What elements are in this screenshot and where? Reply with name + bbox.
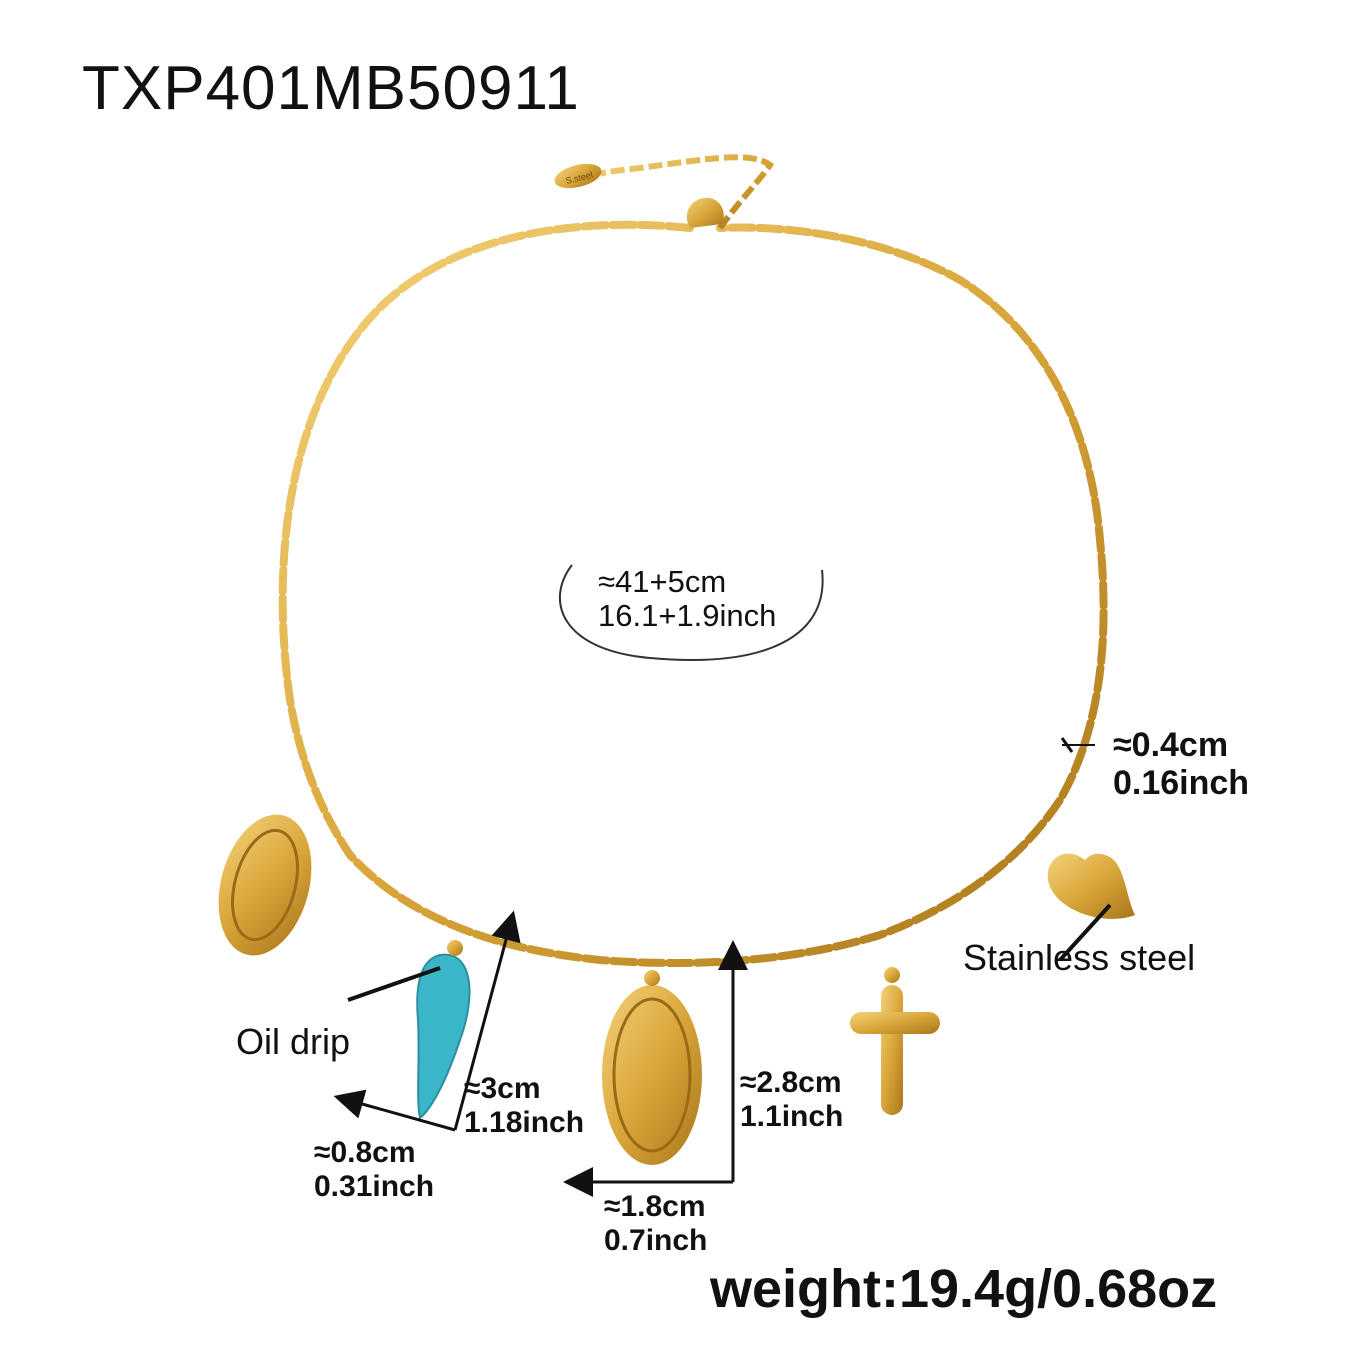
chain-width-inch: 0.16inch	[1113, 764, 1250, 802]
oil-drip-label: Oil drip	[236, 1021, 351, 1062]
horn-width-cm: ≈0.8cm	[314, 1136, 416, 1169]
heart-charm	[1047, 853, 1135, 919]
weight-label: weight:19.4g/0.68oz	[710, 1259, 1218, 1319]
medal-width-dimension: ≈1.8cm 0.7inch	[604, 1190, 707, 1258]
cross-charm	[850, 967, 940, 1115]
horn-length-inch: 1.18inch	[464, 1106, 585, 1139]
medal-width-cm: ≈1.8cm	[604, 1190, 706, 1223]
medal-height-inch: 1.1inch	[740, 1100, 844, 1133]
medal-height-cm: ≈2.8cm	[740, 1066, 842, 1099]
chain-width-cm: ≈0.4cm	[1113, 726, 1229, 764]
length-cm: ≈41+5cm	[598, 564, 727, 599]
medal-charm	[602, 985, 702, 1165]
chain-width-dimension: ≈0.4cm 0.16inch	[1113, 726, 1249, 802]
length-dimension: ≈41+5cm 16.1+1.9inch	[598, 565, 776, 633]
oil-drip-pointer	[347, 966, 441, 1002]
clasp-tag	[554, 163, 602, 189]
stainless-pointer	[1058, 903, 1112, 962]
product-code: TXP401MB50911	[82, 54, 580, 123]
length-arc	[558, 564, 824, 661]
lobster-clasp	[686, 197, 724, 228]
horn-charm	[416, 953, 471, 1120]
extender-chain	[598, 154, 775, 230]
stainless-steel-label: Stainless steel	[963, 937, 1196, 978]
medal-height-dimension: ≈2.8cm 1.1inch	[740, 1066, 843, 1134]
horn-length-dimension: ≈3cm 1.18inch	[464, 1072, 584, 1140]
horn-length-arrow	[453, 910, 521, 1131]
horn-length-cm: ≈3cm	[464, 1072, 541, 1105]
horn-width-dimension: ≈0.8cm 0.31inch	[314, 1136, 434, 1204]
horn-width-inch: 0.31inch	[314, 1170, 435, 1203]
length-inch: 16.1+1.9inch	[598, 598, 777, 633]
medal-width-inch: 0.7inch	[604, 1224, 708, 1257]
horn-width-arrow	[333, 1089, 456, 1132]
virgin-charm-left	[218, 814, 312, 956]
